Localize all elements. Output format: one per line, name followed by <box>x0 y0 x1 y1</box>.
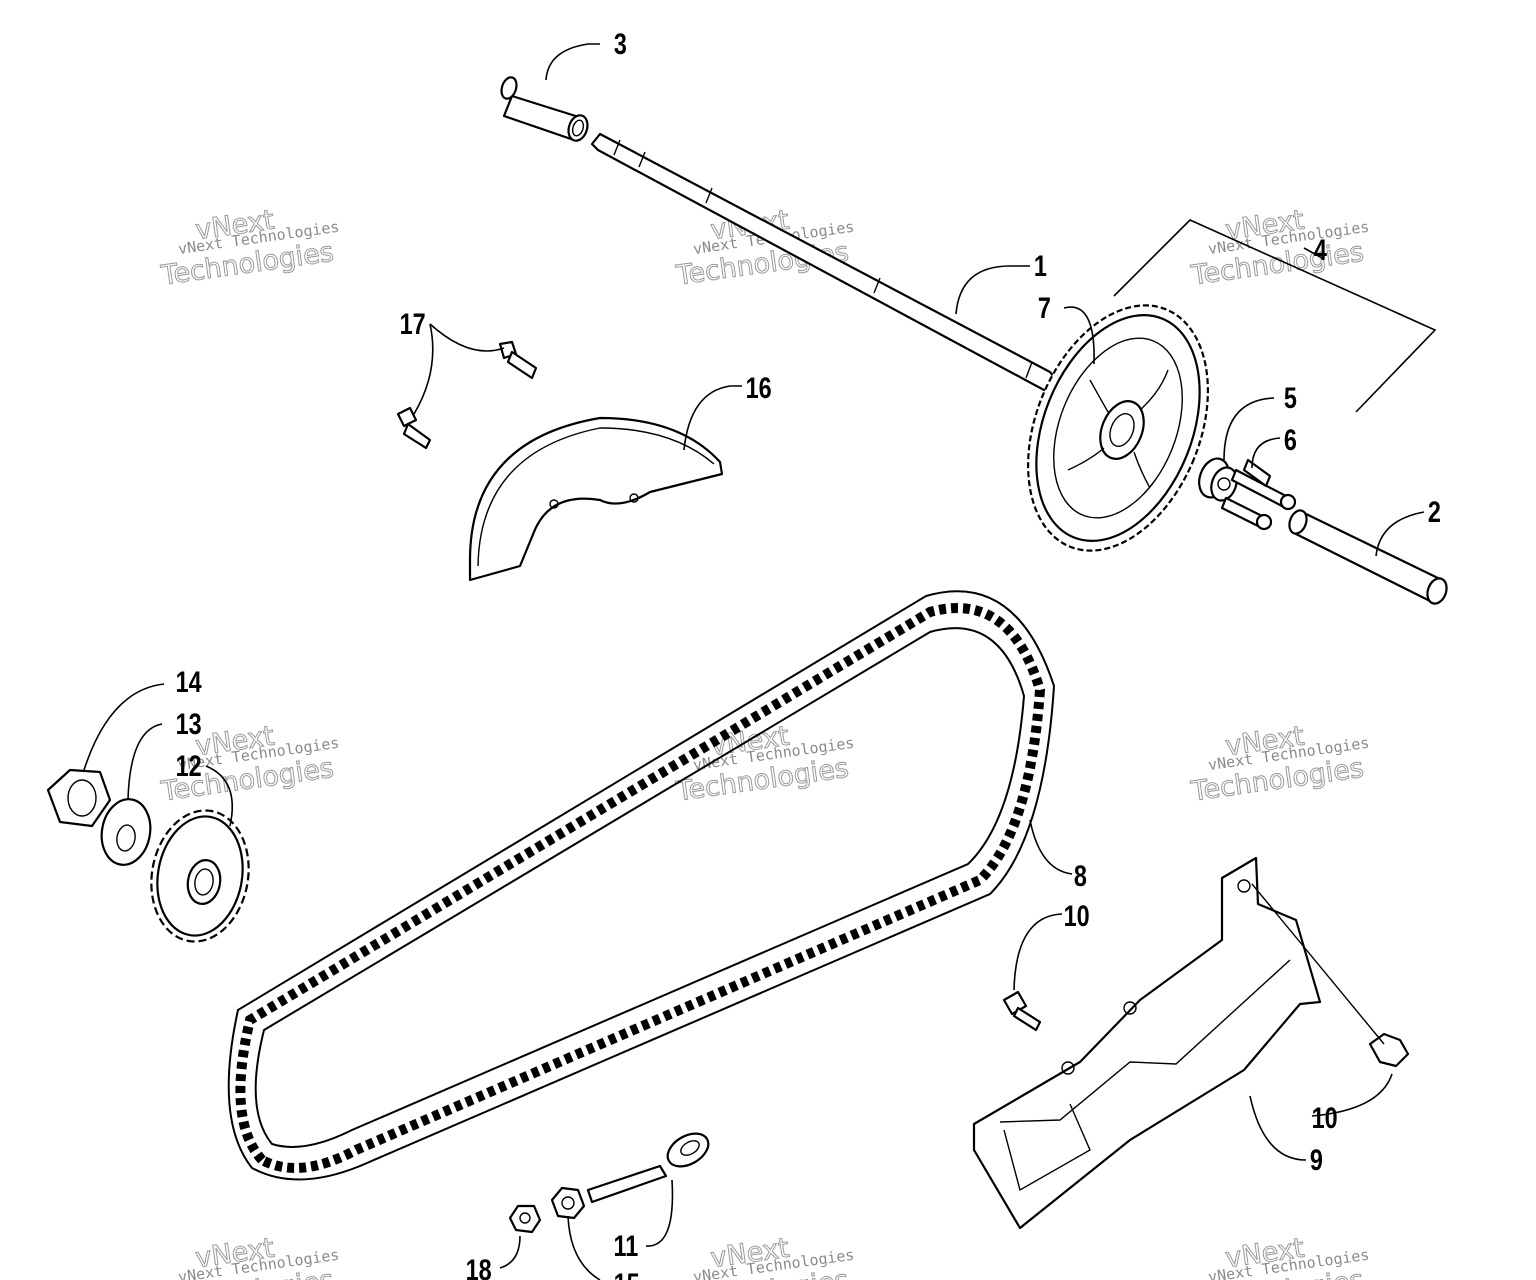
watermark: vNext vNext Technologies Technologies <box>1188 204 1370 292</box>
callout-4: 4 <box>1314 233 1327 266</box>
callout-16: 16 <box>746 371 772 404</box>
callout-9: 9 <box>1310 1143 1323 1176</box>
chain-guard-icon <box>972 856 1322 1230</box>
watermark-group: vNext vNext Technologies Technologies vN… <box>158 204 1370 1280</box>
washer-icon <box>100 798 152 866</box>
hub-icon <box>1198 457 1238 502</box>
bolt-icon <box>1002 883 1410 1068</box>
watermark: vNext vNext Technologies Technologies <box>158 204 340 292</box>
nut-icon <box>550 1186 586 1220</box>
callout-6: 6 <box>1284 423 1297 456</box>
callout-7: 7 <box>1038 291 1051 324</box>
callout-labels: 1 2 3 4 5 6 7 8 9 10 10 11 12 13 14 15 1… <box>176 27 1441 1280</box>
nut-icon <box>46 768 112 828</box>
sprocket-icon <box>150 809 250 943</box>
callout-18: 18 <box>466 1253 492 1280</box>
bushing-icon <box>500 76 589 142</box>
bolt-icon <box>396 340 538 450</box>
callout-14: 14 <box>176 665 202 698</box>
callout-17: 17 <box>400 307 426 340</box>
eyebolt-icon <box>586 1132 710 1204</box>
chain-guard-icon <box>468 416 724 582</box>
shaft-icon <box>590 132 1060 394</box>
watermark-text: vNext <box>1224 1233 1306 1275</box>
nut-icon <box>508 1204 542 1234</box>
sprocket-icon <box>1027 304 1209 552</box>
callout-5: 5 <box>1284 381 1297 414</box>
callout-10: 10 <box>1064 899 1090 932</box>
bracket-icon <box>1113 219 1437 413</box>
watermark: vNext vNext Technologies Technologies <box>673 204 855 292</box>
chain-icon <box>227 590 1056 1181</box>
callout-3: 3 <box>614 27 627 60</box>
watermark: vNext vNext Technologies Technologies <box>1188 720 1370 808</box>
callout-2: 2 <box>1428 495 1441 528</box>
callout-12: 12 <box>176 749 202 782</box>
callout-11: 11 <box>613 1229 638 1262</box>
watermark: vNext vNext Technologies Technologies <box>673 720 855 808</box>
bolt-icon <box>1220 458 1297 531</box>
callout-13: 13 <box>176 707 202 740</box>
leader-lines <box>83 43 1425 1280</box>
callout-8: 8 <box>1074 859 1087 892</box>
callout-1: 1 <box>1034 249 1047 282</box>
watermark: vNext vNext Technologies Technologies <box>673 1232 855 1280</box>
bushing-icon <box>1288 509 1448 605</box>
watermark: vNext vNext Technologies Technologies <box>1188 1232 1370 1280</box>
callout-15: 15 <box>614 1267 640 1280</box>
callout-10: 10 <box>1312 1101 1338 1134</box>
watermark: vNext vNext Technologies Technologies <box>158 1232 340 1280</box>
